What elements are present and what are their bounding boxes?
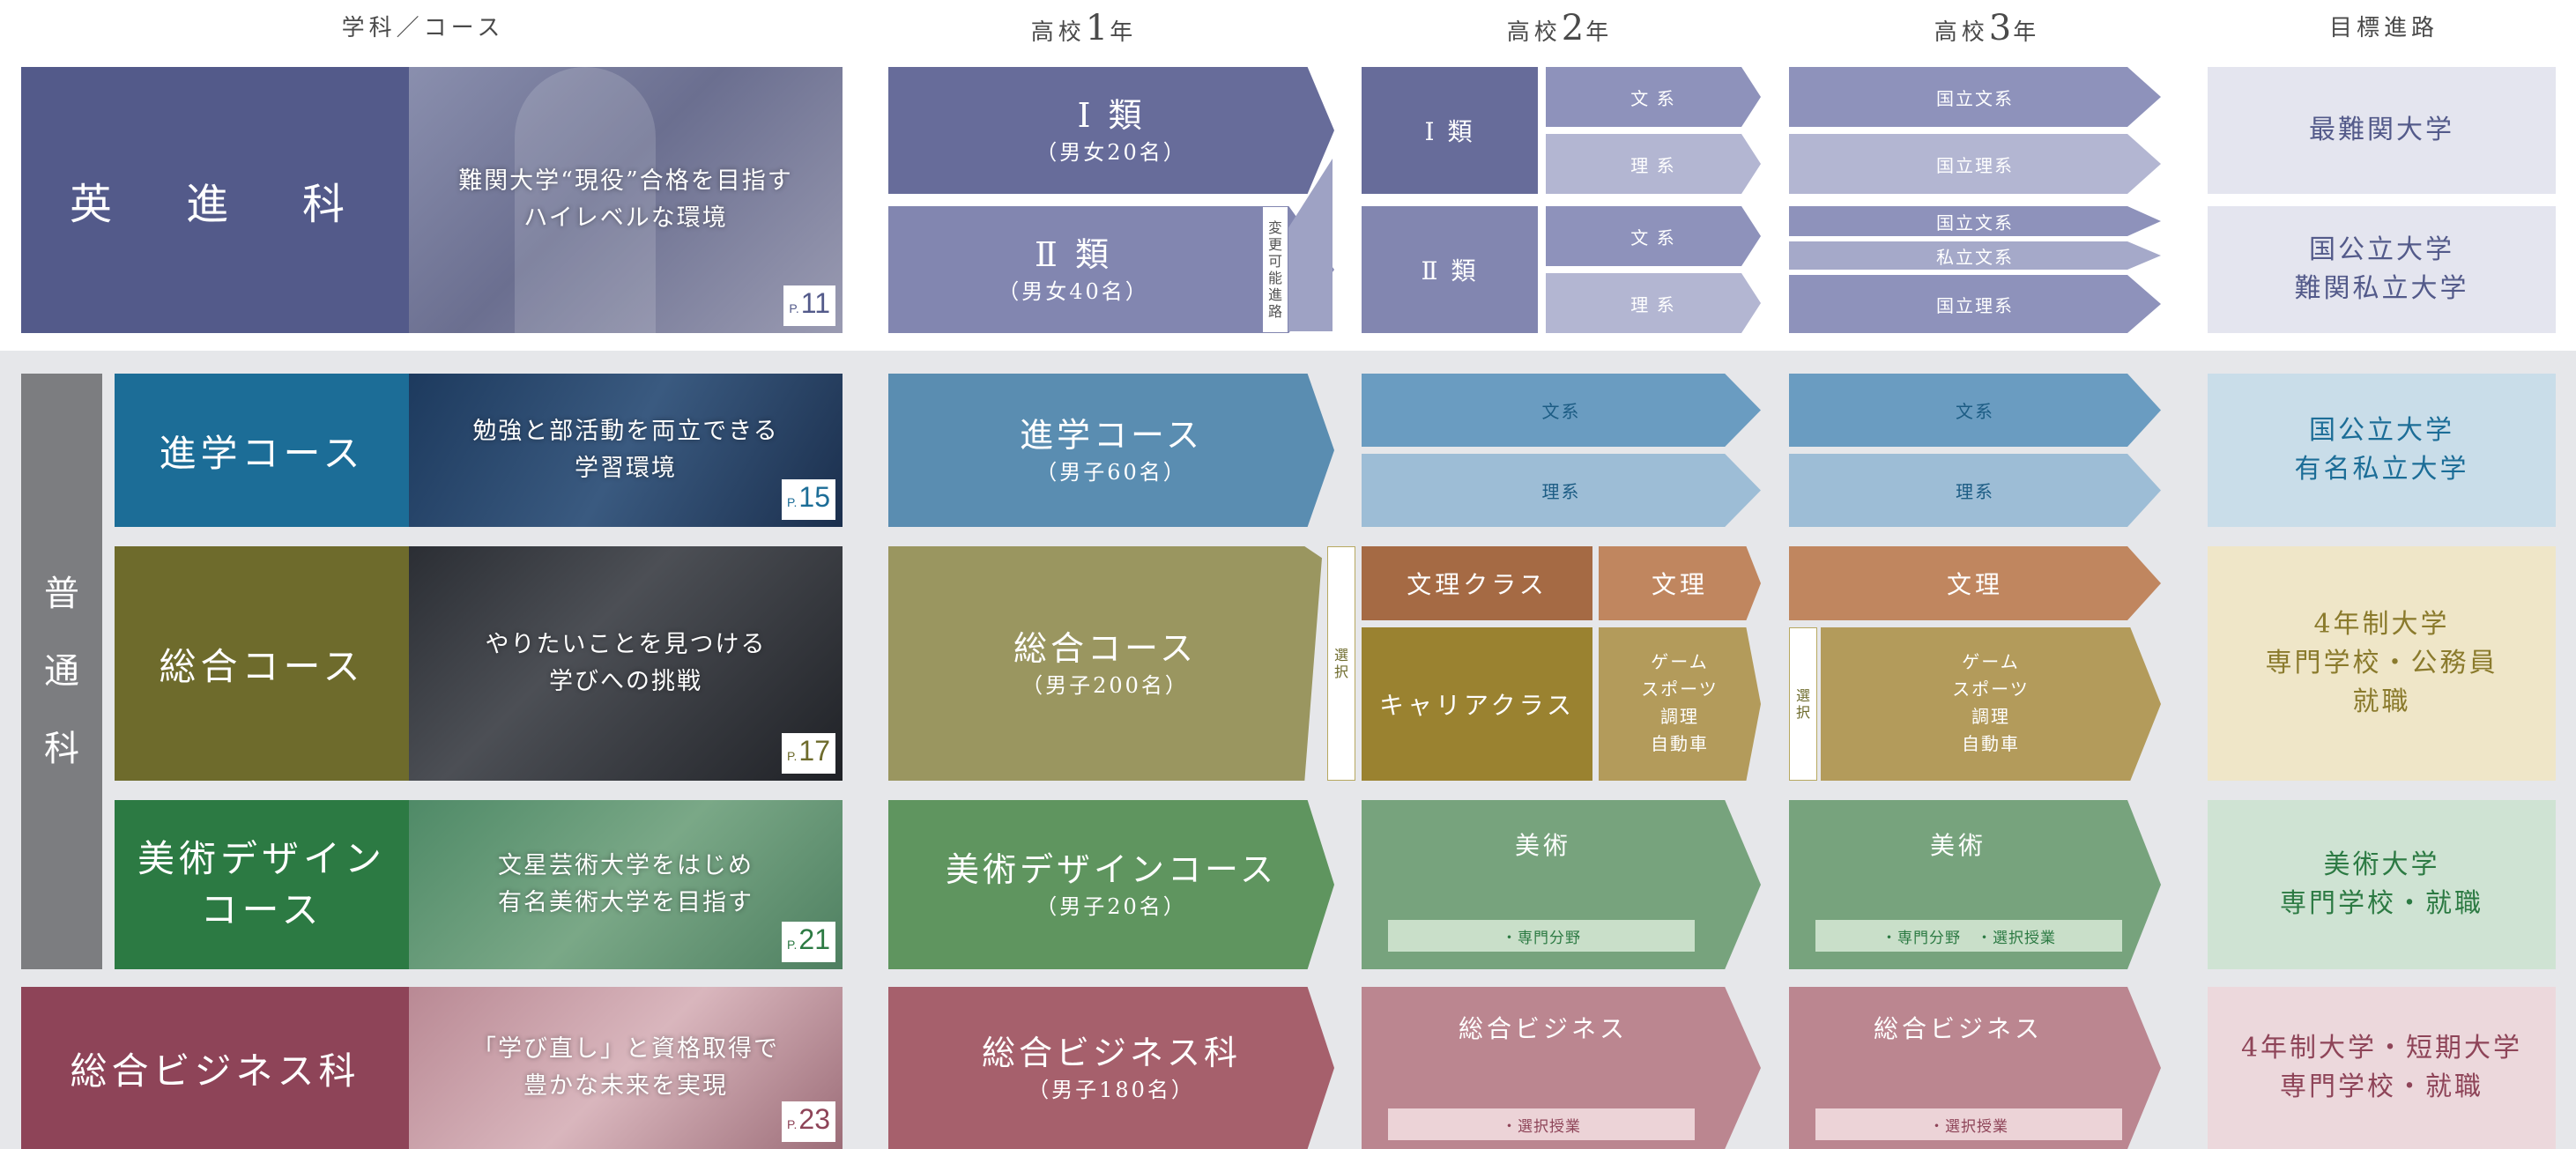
eishin-y1-type1[interactable]: Ⅰ 類（男女20名）	[888, 67, 1334, 194]
eishin-y2-type1[interactable]: Ⅰ 類	[1362, 67, 1538, 194]
bijutsu-course-label[interactable]: 美術デザイン コース	[115, 800, 409, 969]
sogo-y3-bunri[interactable]: 文理	[1789, 546, 2161, 620]
eishin-course-label[interactable]: 英 進 科	[21, 67, 409, 333]
sogo-page-ref[interactable]: P.17	[781, 733, 835, 774]
business-dest: 4年制大学・短期大学専門学校・就職	[2208, 987, 2556, 1149]
sogo-y2-career-class[interactable]: キャリアクラス	[1362, 627, 1592, 781]
eishin-y3-kokuritsu-bunkei[interactable]: 国立文系	[1789, 67, 2161, 127]
shingaku-course-label[interactable]: 進学コース	[115, 374, 409, 527]
eishin-photo: 難関大学“現役”合格を目指すハイレベルな環境 P.11	[409, 67, 843, 333]
sogo-y3-career[interactable]: ゲーム スポーツ 調理 自動車	[1821, 627, 2161, 781]
bijutsu-y2[interactable]: 美術 ・専門分野	[1362, 800, 1761, 969]
shingaku-y1[interactable]: 進学コース（男子60名）	[888, 374, 1334, 527]
sogo-y2-bunri-to[interactable]: 文理	[1599, 546, 1761, 620]
sogo-y2-career-to[interactable]: ゲーム スポーツ 調理 自動車	[1599, 627, 1761, 781]
eishin-y2-type2[interactable]: Ⅱ 類	[1362, 206, 1538, 333]
business-page-ref[interactable]: P.23	[781, 1101, 835, 1142]
sogo-y1-select-label: 選択	[1327, 546, 1355, 781]
shingaku-y3-rikei[interactable]: 理系	[1789, 454, 2161, 527]
header-year1: 高校1年	[1030, 8, 1138, 48]
eishin-y2-type2-bunkei[interactable]: 文 系	[1546, 206, 1761, 266]
bijutsu-y1[interactable]: 美術デザインコース（男子20名）	[888, 800, 1334, 969]
sogo-y1[interactable]: 総合コース（男子200名）	[888, 546, 1322, 781]
business-y3[interactable]: 総合ビジネス ・選択授業	[1789, 987, 2161, 1149]
eishin-y2-type2-rikei[interactable]: 理 系	[1546, 273, 1761, 333]
sogo-course-label[interactable]: 総合コース	[115, 546, 409, 781]
eishin-y3-kokuritsu-rikei[interactable]: 国立理系	[1789, 134, 2161, 194]
eishin-y2-type1-rikei[interactable]: 理 系	[1546, 134, 1761, 194]
eishin-y2-type1-bunkei[interactable]: 文 系	[1546, 67, 1761, 127]
sogo-y2-bunri-class[interactable]: 文理クラス	[1362, 546, 1592, 620]
eishin-y3-type2-kokuritsu-rikei[interactable]: 国立理系	[1789, 275, 2161, 333]
header-year3: 高校3年	[1934, 8, 2041, 48]
eishin-page-ref[interactable]: P.11	[783, 285, 835, 326]
eishin-dest-1: 最難関大学	[2208, 67, 2556, 194]
shingaku-y2-bunkei[interactable]: 文系	[1362, 374, 1761, 447]
eishin-dest-2: 国公立大学難関私立大学	[2208, 206, 2556, 333]
business-y1[interactable]: 総合ビジネス科（男子180名）	[888, 987, 1334, 1149]
business-course-label[interactable]: 総合ビジネス科	[21, 987, 409, 1149]
shingaku-dest: 国公立大学有名私立大学	[2208, 374, 2556, 527]
shingaku-photo: 勉強と部活動を両立できる学習環境 P.15	[409, 374, 843, 527]
sogo-y3-select-label: 選択	[1789, 627, 1817, 781]
eishin-y1-type2[interactable]: Ⅱ 類（男女40名）	[888, 206, 1258, 333]
eishin-y3-type2-kokuritsu-bunkei[interactable]: 国立文系	[1789, 206, 2161, 236]
shingaku-y3-bunkei[interactable]: 文系	[1789, 374, 2161, 447]
bijutsu-dest: 美術大学専門学校・就職	[2208, 800, 2556, 969]
futsu-label[interactable]: 普 通 科	[21, 374, 102, 969]
eishin-caption: 難関大学“現役”合格を目指すハイレベルな環境	[458, 167, 793, 232]
business-y2[interactable]: 総合ビジネス ・選択授業	[1362, 987, 1761, 1149]
sogo-dest: 4年制大学専門学校・公務員就職	[2208, 546, 2556, 781]
header-destination: 目標進路	[2328, 15, 2439, 41]
eishin-y3-type2-shiritsu-bunkei[interactable]: 私立文系	[1789, 241, 2161, 270]
header-course: 学科／コース	[341, 15, 505, 41]
eishin-change-route-label: 変更可能進路	[1262, 206, 1288, 333]
bijutsu-photo: 文星芸術大学をはじめ有名美術大学を目指す P.21	[409, 800, 843, 969]
shingaku-y2-rikei[interactable]: 理系	[1362, 454, 1761, 527]
header-year2: 高校2年	[1506, 8, 1614, 48]
sogo-photo: やりたいことを見つける学びへの挑戦 P.17	[409, 546, 843, 781]
bijutsu-page-ref[interactable]: P.21	[781, 922, 835, 962]
bijutsu-y3[interactable]: 美術 ・専門分野 ・選択授業	[1789, 800, 2161, 969]
business-photo: 「学び直し」と資格取得で豊かな未来を実現 P.23	[409, 987, 843, 1149]
shingaku-page-ref[interactable]: P.15	[781, 479, 835, 520]
